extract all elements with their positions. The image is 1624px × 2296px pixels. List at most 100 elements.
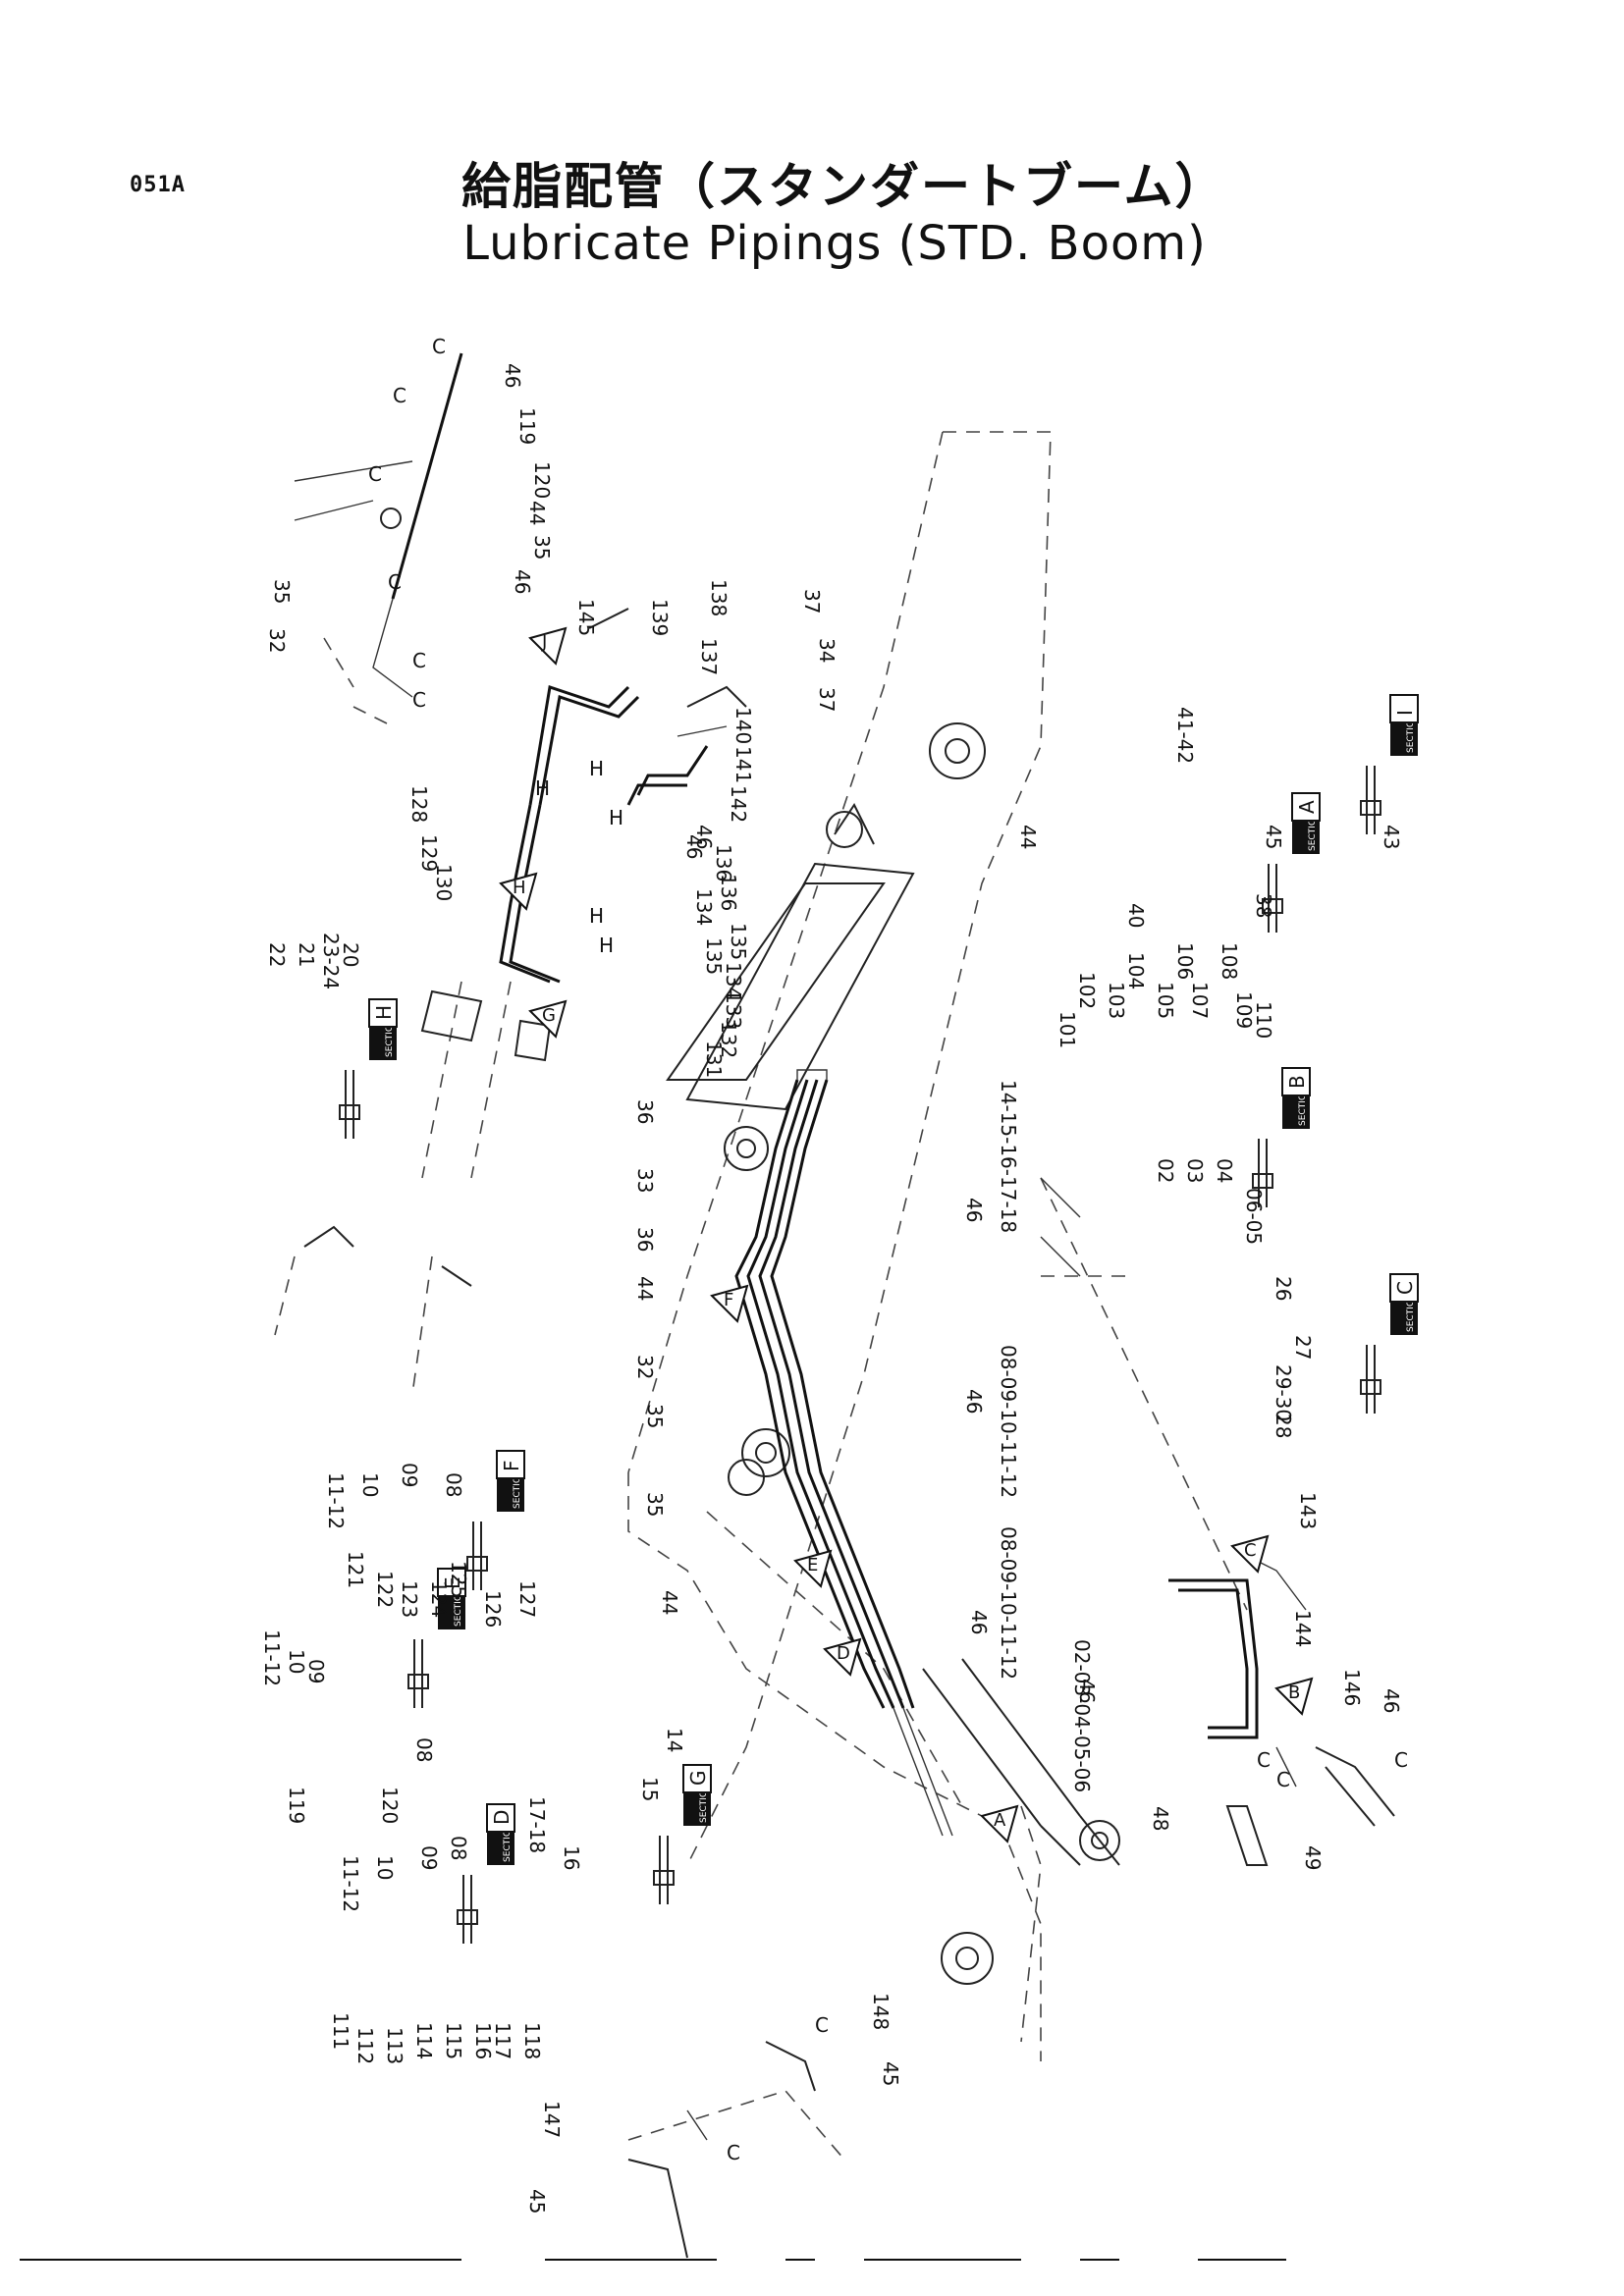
callout-label: 46 xyxy=(962,1198,986,1222)
callout-label: 115 xyxy=(442,2022,465,2059)
boom-outline xyxy=(627,431,1129,2061)
callout-label: 103 xyxy=(1105,982,1128,1019)
section-stamp-text: SECTION xyxy=(699,1784,709,1823)
callout-label: 33 xyxy=(633,1168,657,1193)
callout-label: 06-05 xyxy=(1242,1188,1266,1245)
left-fragments xyxy=(274,1225,472,1395)
callout-label: 46 xyxy=(501,363,524,388)
section-letter: A xyxy=(1295,800,1319,814)
callout-label: C xyxy=(1257,1748,1271,1772)
callout-label: 122 xyxy=(373,1571,397,1608)
section-stamp-text: SECTION xyxy=(503,1823,513,1862)
callout-label: 131 xyxy=(702,1041,726,1078)
callout-label: 113 xyxy=(383,2027,406,2064)
callout-label: 102 xyxy=(1075,972,1099,1009)
section-letter: C xyxy=(1393,1281,1417,1295)
callout-label: H xyxy=(609,806,623,829)
page-code: 051A xyxy=(130,173,186,197)
callout-label: 123 xyxy=(398,1580,421,1618)
callout-label: 34 xyxy=(815,638,839,663)
callout-label: 132 xyxy=(717,1021,740,1058)
view-marker-c: C xyxy=(1230,1534,1270,1574)
callout-label: 09 xyxy=(417,1845,441,1870)
section-stamp-text: SECTION xyxy=(1308,812,1318,851)
callout-label: 136 xyxy=(717,874,740,911)
callout-label: 46 xyxy=(967,1610,991,1634)
callout-label: 45 xyxy=(879,2061,902,2086)
callout-label: 20 xyxy=(339,942,362,967)
callout-label: 137 xyxy=(697,638,721,675)
callout-label: 09 xyxy=(398,1463,421,1487)
callout-label: 44 xyxy=(525,501,549,525)
callout-label: C xyxy=(815,2013,829,2037)
callout-label: 35 xyxy=(270,579,294,604)
callout-label: 36 xyxy=(633,1227,657,1252)
callout-label: 135 xyxy=(702,937,726,975)
callout-label: 136 xyxy=(712,844,735,881)
callout-label: 142 xyxy=(727,785,750,823)
callout-label: 114 xyxy=(412,2022,436,2059)
arm-cylinder xyxy=(922,1658,1120,1866)
callout-label: 43 xyxy=(1380,825,1403,849)
callout-label: 22 xyxy=(265,942,289,967)
callout-label: 124 xyxy=(427,1580,451,1618)
callout-label: 126 xyxy=(481,1590,505,1628)
callout-label: C xyxy=(1276,1768,1290,1791)
callout-label: 44 xyxy=(1016,825,1040,849)
view-marker-letter: F xyxy=(724,1290,733,1310)
view-marker-b: B xyxy=(1274,1677,1314,1716)
callout-label: 134 xyxy=(722,962,745,999)
callout-label: 23-24 xyxy=(319,933,343,989)
callout-label: 35 xyxy=(643,1492,667,1517)
callout-label: 08 xyxy=(412,1737,436,1762)
callout-label: 120 xyxy=(378,1787,402,1824)
callout-label: 40 xyxy=(1124,903,1148,928)
callout-label: 45 xyxy=(1262,825,1285,849)
callout-label: 143 xyxy=(1296,1492,1320,1529)
callout-label: 10 xyxy=(358,1472,382,1497)
callout-label: 108 xyxy=(1218,942,1241,980)
callout-label: 141 xyxy=(731,746,755,783)
view-marker-letter: C xyxy=(1244,1540,1257,1561)
callout-label: C xyxy=(1394,1748,1408,1772)
callout-label: 27 xyxy=(1291,1335,1315,1360)
callout-label: 109 xyxy=(1232,991,1256,1029)
callout-label: C xyxy=(412,688,426,712)
arm-piping xyxy=(1040,1177,1395,1866)
callout-label: 08-09-10-11-12 xyxy=(997,1345,1020,1498)
view-marker-letter: E xyxy=(807,1555,818,1575)
callout-label: 101 xyxy=(1056,1011,1079,1048)
callout-label: 35 xyxy=(643,1404,667,1428)
view-marker-letter: B xyxy=(1288,1682,1300,1703)
callout-label: H xyxy=(599,934,614,957)
callout-label: 08 xyxy=(442,1472,465,1497)
title-english: Lubricate Pipings (STD. Boom) xyxy=(462,216,1207,271)
callout-label: 16 xyxy=(560,1845,583,1870)
section-letter: H xyxy=(372,1005,396,1020)
callout-label: 106 xyxy=(1173,942,1197,980)
callout-label: 11-12 xyxy=(339,1855,362,1912)
callout-label: 14-15-16-17-18 xyxy=(997,1080,1020,1233)
callout-label: 116 xyxy=(471,2022,495,2059)
grease-pipe-bundle xyxy=(734,1069,953,1837)
callout-label: 11-12 xyxy=(324,1472,348,1529)
section-letter: F xyxy=(500,1460,523,1471)
callout-label: 145 xyxy=(574,599,598,636)
callout-label: 138 xyxy=(707,579,731,616)
view-marker-h: H xyxy=(499,872,538,911)
section-stamp-text: SECTION xyxy=(1406,714,1416,753)
callout-label: 44 xyxy=(633,1276,657,1301)
callout-label: 32 xyxy=(265,628,289,653)
callout-label: 46 xyxy=(511,569,534,594)
callout-label: 46 xyxy=(962,1389,986,1414)
section-details: SECTIONASECTIONBSECTIONCSECTIONDSECTIONE… xyxy=(339,694,1419,1944)
callout-label: 45 xyxy=(525,2189,549,2214)
boom-cylinder xyxy=(666,803,915,1111)
